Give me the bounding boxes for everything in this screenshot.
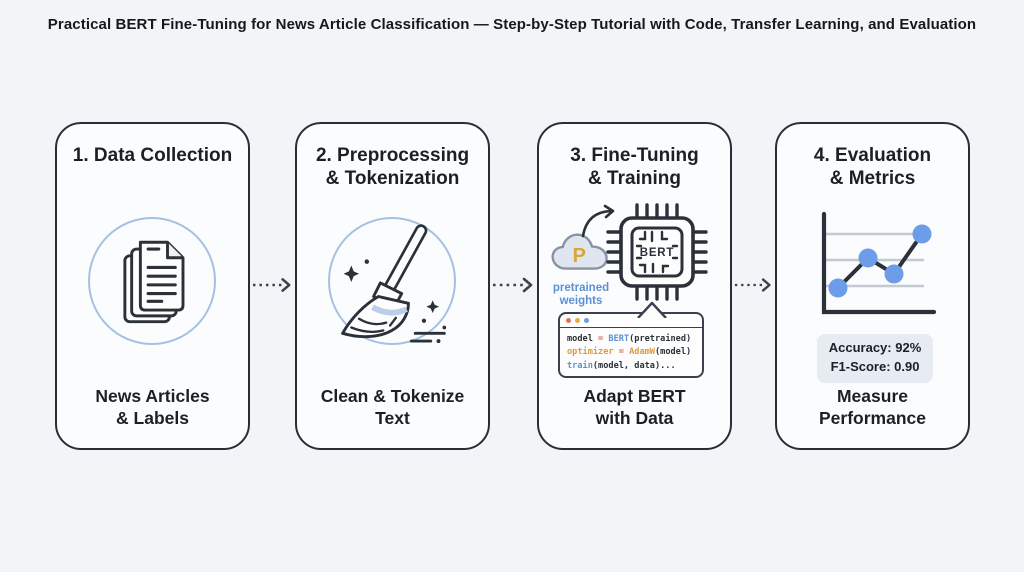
code-token: (model, data)... — [592, 360, 676, 371]
code-window-header — [560, 314, 702, 328]
chip-label: BERT — [640, 247, 675, 259]
step-heading: 3. Fine-Tuning & Training — [570, 145, 699, 190]
code-token: = — [592, 334, 609, 344]
step-caption: Clean & Tokenize Text — [320, 386, 465, 428]
code-token: AdamW — [629, 347, 655, 358]
step-caption: News Articles & Labels — [95, 386, 210, 428]
dotted-arrow-icon — [734, 278, 771, 292]
step-heading: 4. Evaluation & Metrics — [813, 145, 932, 190]
step-card-preprocessing: 2. Preprocessing & Tokenization — [295, 122, 490, 450]
page-title: Practical BERT Fine-Tuning for News Arti… — [47, 16, 977, 33]
step-caption: Measure Performance — [819, 386, 926, 428]
step-heading: 2. Preprocessing & Tokenization — [315, 145, 470, 190]
curved-arrow-icon — [581, 204, 615, 238]
code-token: train — [567, 360, 593, 371]
dotted-arrow-icon — [493, 277, 533, 293]
pretrained-weights-cloud: P pretrained weights — [545, 230, 617, 308]
step-card-fine-tuning: 3. Fine-Tuning & Training P pretrained w… — [537, 122, 732, 450]
documents-icon — [88, 217, 216, 345]
code-token: (model) — [654, 347, 692, 358]
code-snippet: model = BERT(pretrained) optimizer = Ada… — [560, 328, 702, 373]
broom-icon — [328, 217, 456, 345]
code-token: BERT — [608, 334, 630, 344]
window-dot-blue-icon — [584, 318, 589, 323]
cloud-label: pretrained weights — [552, 282, 610, 308]
dotted-arrow-icon — [252, 278, 291, 292]
line-chart-icon — [821, 211, 937, 315]
code-token: = — [613, 347, 630, 358]
step-caption: Adapt BERT with Data — [583, 386, 686, 428]
step-heading: 1. Data Collection — [72, 145, 233, 166]
code-window: model = BERT(pretrained) optimizer = Ada… — [558, 312, 704, 378]
window-dot-red-icon — [566, 318, 571, 323]
cloud-letter: P — [572, 245, 585, 267]
accuracy-value: Accuracy: 92% — [828, 340, 922, 355]
window-dot-orange-icon — [575, 318, 580, 323]
step-card-data-collection: 1. Data Collection — [55, 122, 250, 450]
code-token: model — [567, 334, 593, 344]
step-card-evaluation: 4. Evaluation & Metrics Accuracy: 92% F1… — [775, 122, 970, 450]
code-window-pointer — [637, 301, 667, 318]
cloud-icon: P — [551, 233, 608, 270]
code-token: (pretrained) — [629, 334, 692, 344]
metrics-badge: Accuracy: 92% F1-Score: 0.90 — [817, 334, 933, 383]
f1-score-value: F1-Score: 0.90 — [830, 358, 920, 374]
bert-chip-icon: BERT — [606, 203, 708, 301]
code-token: optimizer — [567, 347, 614, 358]
